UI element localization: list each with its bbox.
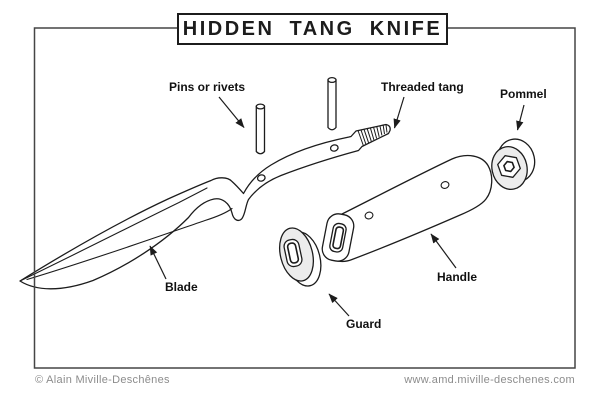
label-blade: Blade [165,280,198,294]
handle-pin-hole-front [364,211,374,220]
arrow-blade [149,245,167,280]
border-frame [33,27,576,369]
handle-pin-hole-rear [440,181,450,189]
website-text: www.amd.miville-deschenes.com [404,374,575,386]
copyright-text: © Alain Miville-Deschênes [35,374,170,386]
arrow-threaded-tang [393,96,405,129]
arrow-guard [328,293,350,317]
title-box: HIDDEN TANG KNIFE [177,13,448,45]
tang-hole-rear [329,144,339,152]
pommel-nut-hole [503,160,515,173]
arrow-pommel [516,104,525,131]
label-pommel: Pommel [500,87,547,101]
label-threaded-tang: Threaded tang [381,80,464,94]
threaded-tang-part [357,124,388,147]
tang-hole-front [256,174,266,182]
label-guard: Guard [346,317,382,331]
handle-part [321,154,493,263]
grind-line [26,207,233,281]
thread-hatching [357,124,388,147]
label-handle: Handle [437,270,478,284]
arrow-pins [218,96,245,128]
pin-left [255,103,266,155]
guard-part [279,227,322,287]
diagram-title: HIDDEN TANG KNIFE [182,17,443,40]
blade-part [19,123,391,290]
swedge-line [19,187,208,282]
label-pins-or-rivets: Pins or rivets [169,80,246,94]
pin-right [327,76,337,131]
pommel-part [491,138,536,190]
arrow-handle [430,233,457,269]
